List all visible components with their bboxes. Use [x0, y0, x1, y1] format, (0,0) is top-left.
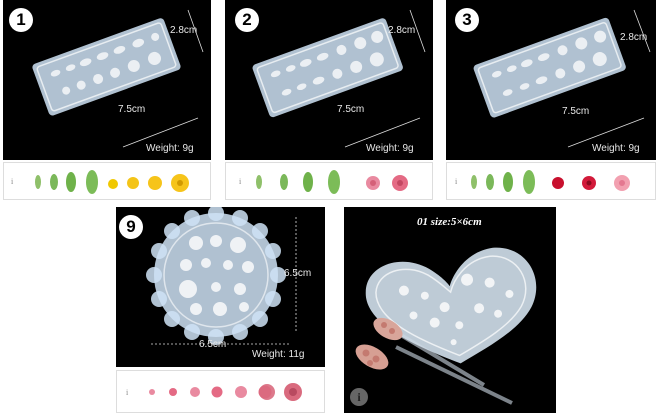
width-dimension-label: 7.5cm — [118, 104, 146, 115]
info-icon: i — [126, 388, 129, 397]
product-number-badge: 9 — [119, 215, 143, 239]
mold-photo: 2 2.8cm 7.5cm Weight: 9g — [225, 0, 433, 160]
width-dimension-label: 7.5cm — [562, 106, 590, 117]
weight-label: Weight: 9g — [146, 143, 194, 154]
product-panel-heart[interactable]: 01 size:5×6cm i — [344, 207, 556, 413]
weight-label: Weight: 9g — [366, 143, 414, 154]
product-number-badge: 1 — [9, 8, 33, 32]
info-icon[interactable]: i — [350, 388, 368, 406]
product-number-badge: 2 — [235, 8, 259, 32]
finished-pieces-strip: i — [3, 162, 211, 200]
pieces-preview — [471, 170, 630, 194]
product-panel-2[interactable]: 2 2.8cm 7.5cm Weight: 9g i — [225, 0, 433, 200]
product-panel-3[interactable]: 3 2.8cm 7.5cm Weight: 9g i — [446, 0, 656, 200]
finished-pieces-strip: i — [225, 162, 433, 200]
mold-photo: 9 6.5cm 6.5cm Weight: 11g — [116, 207, 325, 367]
heart-mold-image — [355, 247, 537, 405]
weight-label: Weight: 11g — [252, 349, 305, 360]
rectangular-mold-image — [252, 9, 426, 148]
rectangular-mold-image — [473, 9, 651, 148]
product-panel-9[interactable]: 9 6.5cm 6.5cm Weight: 11g i — [116, 207, 325, 413]
pieces-preview — [149, 383, 302, 401]
info-icon: i — [239, 177, 242, 186]
pieces-preview — [35, 170, 189, 194]
width-dimension-label: 6.5cm — [199, 339, 227, 350]
weight-label: Weight: 9g — [592, 143, 640, 154]
mold-size-title: 01 size:5×6cm — [417, 216, 482, 228]
pieces-preview — [256, 170, 408, 194]
round-scalloped-mold-image — [146, 207, 297, 345]
width-dimension-label: 7.5cm — [337, 104, 365, 115]
info-icon: i — [11, 177, 14, 186]
finished-pieces-strip: i — [446, 162, 656, 200]
heart-mold-photo: 01 size:5×6cm i — [344, 207, 556, 413]
mold-photo: 3 2.8cm 7.5cm Weight: 9g — [446, 0, 656, 160]
height-dimension-label: 6.5cm — [284, 268, 312, 279]
info-icon: i — [455, 177, 458, 186]
finished-pieces-strip: i — [116, 370, 325, 413]
product-panel-1[interactable]: 1 2.8cm 7.5cm Weight: 9g i — [3, 0, 211, 200]
height-dimension-label: 2.8cm — [620, 32, 648, 43]
product-number-badge: 3 — [455, 8, 479, 32]
height-dimension-label: 2.8cm — [170, 25, 198, 36]
rectangular-mold-image — [32, 9, 204, 148]
height-dimension-label: 2.8cm — [388, 25, 416, 36]
mold-photo: 1 2.8cm 7.5cm Weight: 9g — [3, 0, 211, 160]
